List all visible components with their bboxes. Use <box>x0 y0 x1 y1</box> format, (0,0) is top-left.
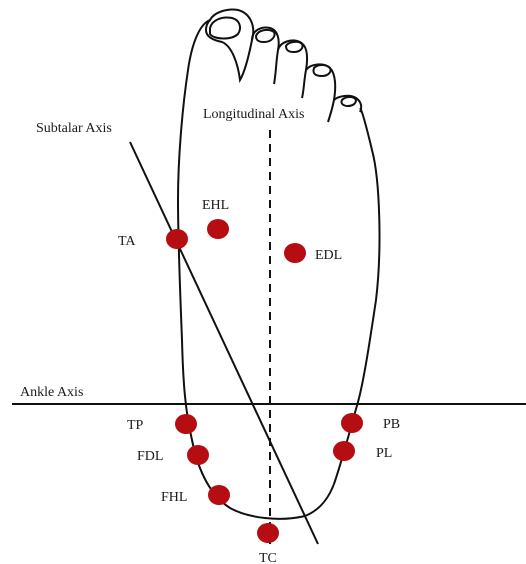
ehl-marker <box>207 219 229 239</box>
fhl-marker <box>208 485 230 505</box>
pl-label: PL <box>376 446 392 461</box>
big-toe <box>206 9 253 80</box>
fourth-toe <box>306 64 335 122</box>
tp-marker <box>175 414 197 434</box>
fhl-label: FHL <box>161 490 187 505</box>
ehl-label: EHL <box>202 198 229 213</box>
subtalar-axis-label: Subtalar Axis <box>36 121 112 136</box>
tp-label: TP <box>127 418 144 433</box>
big-toe-nail <box>210 17 240 38</box>
third-toe <box>278 40 307 98</box>
ankle-axis-label: Ankle Axis <box>20 385 83 400</box>
second-toe-nail <box>256 30 275 42</box>
edl-marker <box>284 243 306 263</box>
longitudinal-axis-label: Longitudinal Axis <box>203 107 305 122</box>
fifth-toe-nail <box>341 97 356 106</box>
fourth-toe-nail <box>313 65 330 76</box>
fdl-label: FDL <box>137 449 163 464</box>
third-toe-nail <box>286 42 303 52</box>
edl-label: EDL <box>315 248 342 263</box>
tc-label: TC <box>259 551 277 564</box>
pb-label: PB <box>383 417 400 432</box>
fdl-marker <box>187 445 209 465</box>
pb-marker <box>341 413 363 433</box>
ta-label: TA <box>118 234 136 249</box>
fifth-toe <box>334 96 361 112</box>
tc-marker <box>257 523 279 543</box>
ta-marker <box>166 229 188 249</box>
pl-marker <box>333 441 355 461</box>
